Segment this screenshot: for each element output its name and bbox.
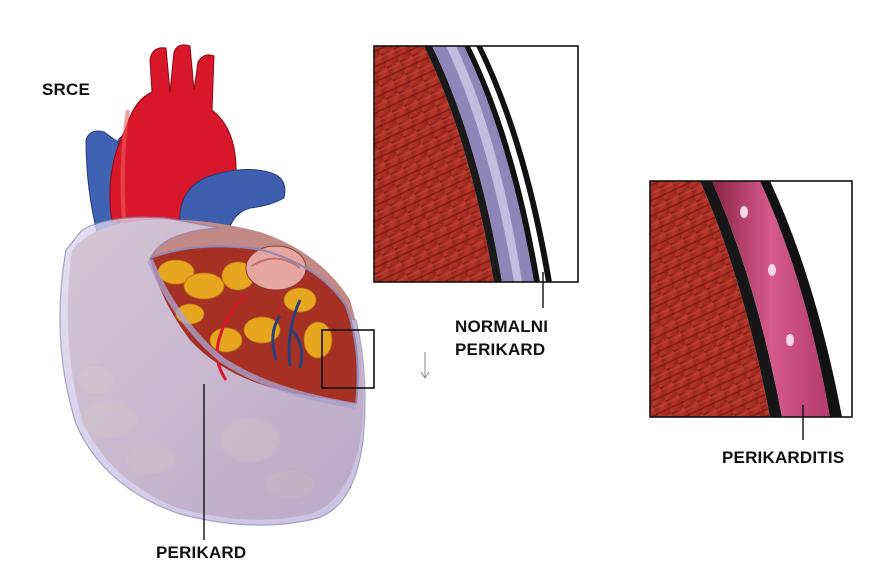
normal-pericardium-inset xyxy=(374,46,578,282)
heart-label: SRCE xyxy=(42,80,91,99)
coronary-vessels xyxy=(271,299,304,369)
normal-pericardium-label: NORMALNI PERIKARD xyxy=(455,317,549,359)
pericarditis-label: PERIKARDITIS xyxy=(722,448,845,467)
zoom-box xyxy=(321,329,375,389)
pericardial-sac xyxy=(59,216,366,526)
pericarditis-inset xyxy=(650,181,852,417)
left-atrium xyxy=(245,245,307,291)
heart-illustration xyxy=(59,44,375,540)
pericardium-label: PERIKARD xyxy=(156,543,247,562)
arrow-icon xyxy=(420,352,430,379)
